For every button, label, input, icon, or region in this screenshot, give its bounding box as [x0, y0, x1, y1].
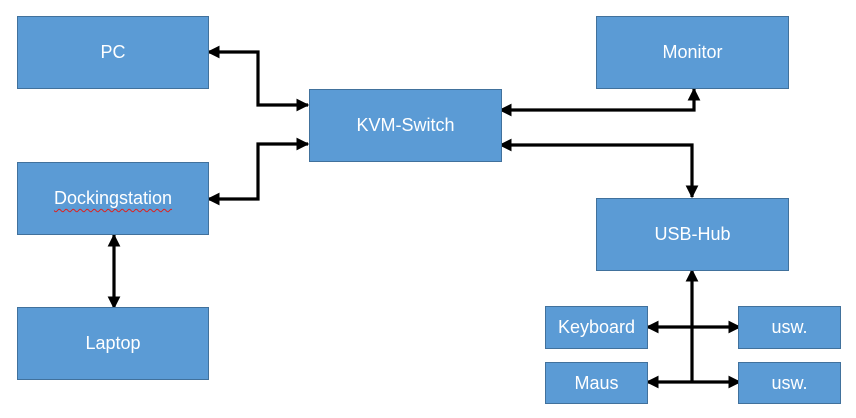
monitor-label: Monitor	[662, 42, 723, 62]
kvm-switch-node[interactable]: KVM-Switch	[309, 89, 502, 162]
dockingstation-node[interactable]: Dockingstation	[17, 162, 209, 235]
connector-kvm-usbhub	[498, 138, 699, 199]
pc-node[interactable]: PC	[17, 16, 209, 89]
usw-label-2: usw.	[771, 372, 808, 393]
connector-kvm-monitor	[498, 87, 701, 117]
monitor-node[interactable]: Monitor	[596, 16, 789, 89]
laptop-node[interactable]: Laptop	[17, 307, 209, 380]
pc-label: PC	[100, 42, 126, 62]
maus-label: Maus	[574, 372, 619, 393]
keyboard-node[interactable]: Keyboard	[545, 306, 648, 349]
connector-dock-kvm	[206, 137, 310, 206]
maus-node[interactable]: Maus	[545, 362, 648, 404]
connector-pc-kvm	[206, 45, 310, 112]
usw-node-1[interactable]: usw.	[738, 306, 841, 349]
usw-label-1: usw.	[771, 317, 808, 337]
keyboard-label: Keyboard	[557, 317, 636, 337]
laptop-label: Laptop	[85, 333, 141, 353]
kvm-switch-label: KVM-Switch	[356, 115, 455, 135]
usb-hub-node[interactable]: USB-Hub	[596, 198, 789, 271]
usw-node-2[interactable]: usw.	[738, 362, 841, 404]
usb-hub-label: USB-Hub	[654, 224, 731, 244]
dockingstation-label: Dockingstation	[53, 188, 173, 208]
